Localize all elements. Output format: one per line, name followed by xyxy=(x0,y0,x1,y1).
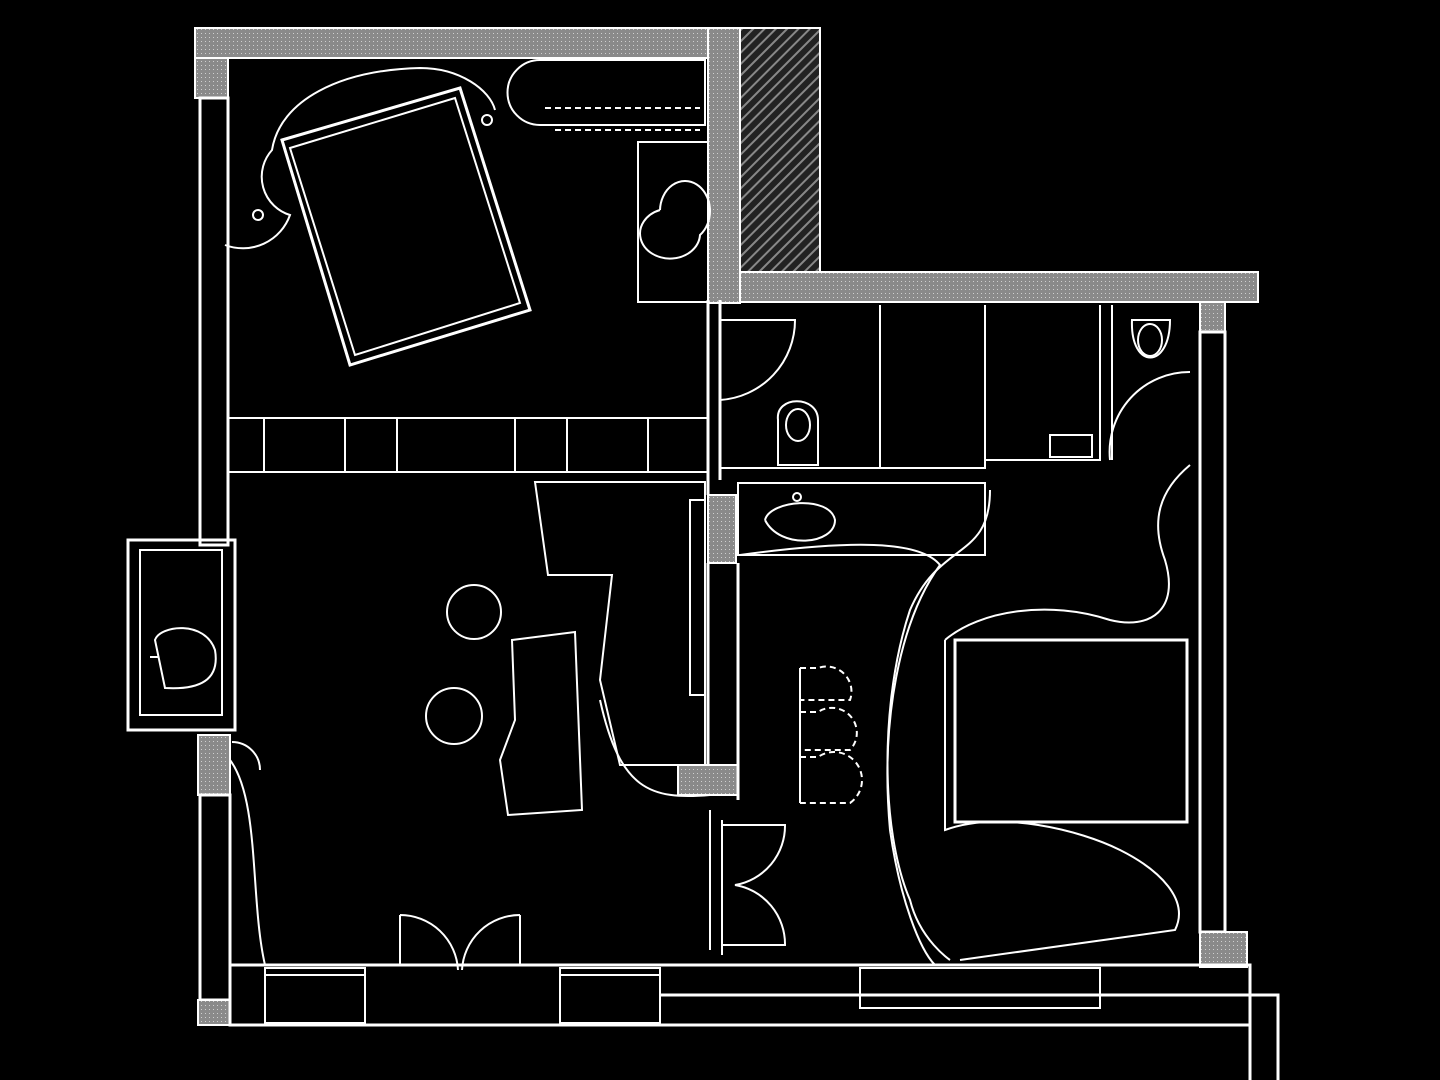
partition-walls xyxy=(227,305,1113,556)
doors xyxy=(231,319,1191,971)
living-furniture xyxy=(153,481,711,966)
windows xyxy=(264,967,1101,1024)
bathroom-fixtures xyxy=(150,319,1172,658)
walls xyxy=(126,27,1280,1080)
bedroom-furniture xyxy=(224,59,711,367)
second-bedroom-furniture xyxy=(739,464,1191,966)
